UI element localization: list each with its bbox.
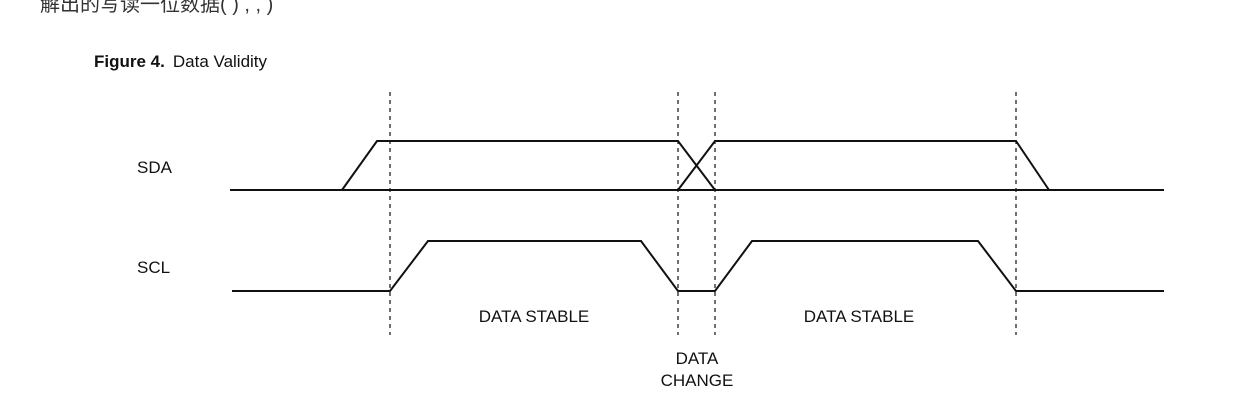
data-change-label-line2: CHANGE [661, 371, 734, 390]
data-stable-label-2: DATA STABLE [804, 307, 915, 326]
data-stable-label-1: DATA STABLE [479, 307, 590, 326]
sda-high-pulse-2 [677, 140, 1050, 191]
figure-caption: Figure 4. Data Validity [94, 52, 267, 72]
figure-number: Figure 4. [94, 52, 165, 71]
cutoff-header-text: 解出的写读一位数据( ) , , ) [40, 0, 274, 16]
data-change-label-line1: DATA [676, 349, 719, 368]
scl-waveform [232, 240, 1164, 292]
sda-label: SDA [137, 158, 173, 177]
scl-label: SCL [137, 258, 170, 277]
sda-high-pulse-1 [341, 140, 716, 191]
figure-title: Data Validity [172, 52, 268, 71]
